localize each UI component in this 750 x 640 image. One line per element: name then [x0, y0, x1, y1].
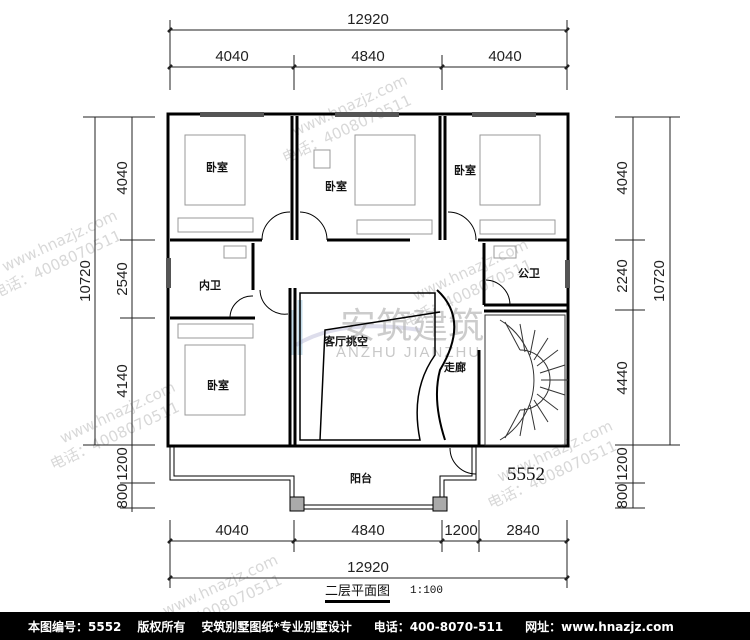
spiral-stair [484, 314, 568, 446]
room-label-bedroom-sw: 卧室 [207, 378, 229, 392]
bottom-dim-2: 4840 [351, 522, 384, 539]
room-label-bedroom-ne: 卧室 [454, 163, 476, 177]
top-dim-1: 4040 [215, 48, 248, 65]
right-dim-4: 1200 [614, 447, 631, 480]
room-label-corridor: 走廊 [443, 360, 466, 374]
bottom-dim-4: 2840 [506, 522, 539, 539]
bottom-total-dim: 12920 [347, 559, 389, 576]
bottom-dim-1: 4040 [215, 522, 248, 539]
room-label-balcony: 阳台 [350, 471, 372, 485]
room-label-living-void: 客厅挑空 [323, 334, 368, 348]
drawing-title: 二层平面图 [325, 580, 391, 603]
drawing-code: 5552 [507, 464, 545, 485]
drawing-scale: 1:100 [410, 585, 444, 597]
room-label-bedroom-n: 卧室 [325, 179, 347, 193]
bottom-dimensions [167, 520, 570, 588]
top-total-dim: 12920 [347, 11, 389, 28]
left-dim-4: 1200 [114, 447, 131, 480]
room-label-bedroom-nw: 卧室 [206, 160, 228, 174]
left-dim-5: 800 [114, 483, 131, 508]
right-dim-1: 4040 [614, 161, 631, 194]
footer-phone: 电话：400-8070-511 [373, 619, 504, 634]
balcony [169, 446, 477, 512]
left-dim-1: 4040 [114, 161, 131, 194]
bottom-dim-3: 1200 [444, 522, 477, 539]
room-label-inner-bath: 内卫 [199, 278, 221, 292]
furniture-beds [177, 134, 556, 416]
brand-watermark-en: ANZHU JIANZHU [336, 344, 481, 361]
room-label-public-bath: 公卫 [518, 267, 540, 280]
watermark-repeated: www.hnazjz.com 电话：4008070511 www.hnazjz.… [0, 71, 620, 640]
left-dim-3: 4140 [114, 364, 131, 397]
top-dim-3: 4040 [488, 48, 521, 65]
living-void [299, 289, 456, 441]
interior-walls [170, 116, 567, 446]
footer-bar: 本图编号：5552 版权所有 安筑别墅图纸*专业别墅设计 电话：400-8070… [0, 612, 750, 640]
brand-watermark-cn: 安筑建筑 [340, 306, 484, 347]
top-dimensions [167, 20, 570, 90]
left-dimensions [83, 116, 155, 512]
right-dim-2: 2240 [614, 259, 631, 292]
footer-drawing-no: 本图编号：5552 [28, 619, 122, 634]
footer-copyright: 版权所有 [137, 619, 186, 634]
brand-watermark: 安筑建筑 ANZHU JIANZHU [289, 300, 484, 361]
left-dim-2: 2540 [114, 262, 131, 295]
footer-slogan: 安筑别墅图纸*专业别墅设计 [201, 619, 352, 634]
top-dim-2: 4840 [351, 48, 384, 65]
right-dim-5: 800 [614, 483, 631, 508]
windows [166, 112, 570, 288]
footer-website: 网址：www.hnazjz.com [525, 619, 674, 634]
right-dimensions [615, 116, 680, 509]
right-dim-3: 4440 [614, 361, 631, 394]
left-total-dim: 10720 [77, 260, 94, 302]
right-total-dim: 10720 [651, 260, 668, 302]
